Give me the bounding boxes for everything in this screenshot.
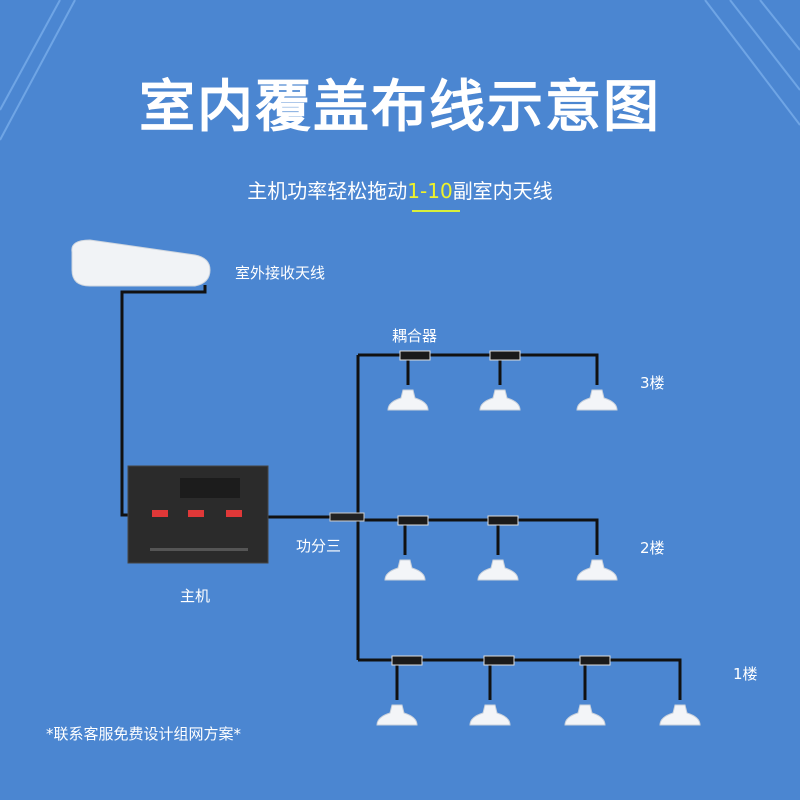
host-unit-icon [127,465,269,564]
subtitle-highlight: 1-10 [407,179,453,203]
splitter-label: 功分三 [296,537,342,555]
subtitle-text-end: 副室内天线 [452,179,553,203]
ceiling-antenna-icon [387,389,429,411]
ceiling-antenna-icon [659,704,701,726]
floor3-label: 3楼 [640,374,665,392]
coupler-label: 耦合器 [392,327,438,345]
outdoor-antenna-label: 室外接收天线 [235,264,326,282]
floor1-label: 1楼 [733,665,758,683]
subtitle: 主机功率轻松拖动1-10副室内天线 [0,175,800,204]
outdoor-antenna-icon [71,239,211,287]
ceiling-antenna-icon [469,704,511,726]
ceiling-antenna-icon [479,389,521,411]
ceiling-antenna-icon [384,559,426,581]
ceiling-antenna-icon [376,704,418,726]
footer-note: *联系客服免费设计组网方案* [46,725,242,743]
ceiling-antenna-icon [564,704,606,726]
ceiling-antenna-icon [576,389,618,411]
subtitle-text: 主机功率轻松拖动 [247,179,408,203]
host-label: 主机 [180,587,211,605]
floor2-label: 2楼 [640,539,665,557]
page-title: 室内覆盖布线示意图 [139,75,661,140]
subtitle-underline [412,210,460,212]
couplers [391,350,611,666]
ceiling-antenna-icon [477,559,519,581]
splitter-icon [329,512,365,522]
ceiling-antenna-icon [576,559,618,581]
decorative-lines [0,0,800,141]
cables [120,285,682,700]
